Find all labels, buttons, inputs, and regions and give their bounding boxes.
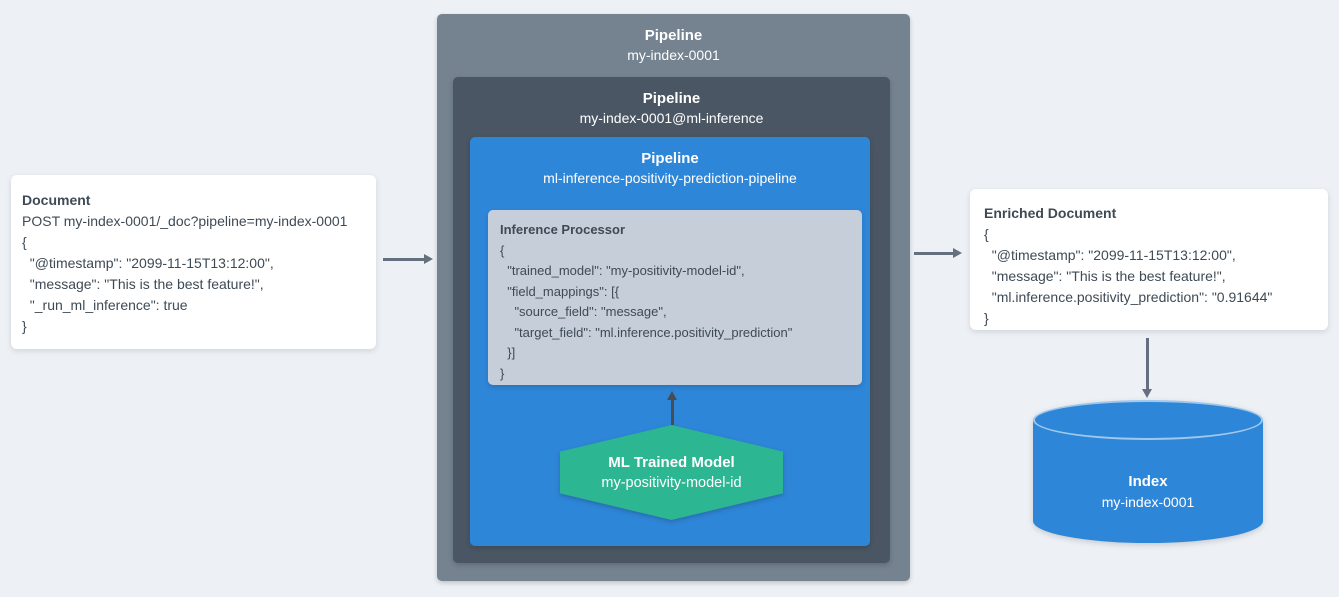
inference-processor-box: Inference Processor { "trained_model": "… (488, 210, 862, 385)
document-card-line: { (22, 234, 27, 250)
arrow-head-up-icon (666, 391, 677, 400)
ml-trained-model-hexagon: ML Trained Model my-positivity-model-id (560, 425, 783, 520)
pipeline-inner-header: Pipeline ml-inference-positivity-predict… (470, 149, 870, 188)
inference-processor-line: "field_mappings": [{ (500, 283, 620, 299)
pipeline-inner-title: Pipeline (641, 150, 699, 167)
inference-processor-line: "source_field": "message", (500, 304, 667, 319)
inference-processor-title: Inference Processor (500, 222, 626, 237)
document-card-line: "_run_ml_inference": true (22, 297, 188, 313)
arrow-shaft (671, 398, 674, 425)
document-card-title: Document (22, 192, 91, 208)
inference-processor-line: "target_field": "ml.inference.positivity… (500, 324, 793, 340)
document-card-line: POST my-index-0001/_doc?pipeline=my-inde… (22, 213, 348, 229)
enriched-card-line: } (984, 310, 989, 326)
inference-processor-line: }] (500, 345, 516, 360)
index-title: Index (1128, 472, 1168, 490)
arrow-head-down-icon (1141, 389, 1152, 398)
cylinder-top-ellipse (1033, 400, 1263, 440)
pipeline-mid-name: my-index-0001@ml-inference (579, 110, 764, 126)
ml-model-title: ML Trained Model (608, 453, 735, 471)
index-cylinder: Index my-index-0001 (1033, 400, 1263, 543)
inference-processor-line: { (500, 242, 505, 258)
document-card-line: } (22, 318, 27, 334)
enriched-card-line: "message": "This is the best feature!", (984, 268, 1226, 284)
pipeline-mid-header: Pipeline my-index-0001@ml-inference (453, 89, 890, 128)
index-name: my-index-0001 (1101, 493, 1195, 510)
ml-model-name: my-positivity-model-id (601, 474, 742, 491)
arrow-shaft (1146, 338, 1149, 390)
arrow-head-right-icon (953, 248, 962, 258)
arrow-shaft (383, 258, 425, 261)
inference-processor-line: "trained_model": "my-positivity-model-id… (500, 263, 745, 278)
enriched-card-line: { (984, 226, 989, 242)
arrow-head-right-icon (424, 254, 433, 264)
inference-processor-line: } (500, 365, 505, 381)
pipeline-outer-header: Pipeline my-index-0001 (437, 26, 910, 65)
enriched-document-card: Enriched Document { "@timestamp": "2099-… (970, 189, 1328, 330)
enriched-card-line: "ml.inference.positivity_prediction": "0… (984, 289, 1273, 305)
enriched-card-line: "@timestamp": "2099-11-15T13:12:00", (984, 247, 1236, 263)
enriched-card-title: Enriched Document (984, 205, 1117, 221)
hexagon-shape: ML Trained Model my-positivity-model-id (560, 425, 783, 520)
pipeline-outer-title: Pipeline (644, 27, 703, 44)
index-label: Index my-index-0001 (1033, 440, 1263, 543)
document-card-line: "message": "This is the best feature!", (22, 276, 264, 292)
pipeline-inner-name: ml-inference-positivity-prediction-pipel… (543, 170, 797, 186)
document-card-line: "@timestamp": "2099-11-15T13:12:00", (22, 255, 274, 271)
pipeline-mid-title: Pipeline (642, 90, 701, 107)
cylinder-body (1033, 420, 1263, 543)
document-card: Document POST my-index-0001/_doc?pipelin… (11, 175, 376, 349)
arrow-shaft (914, 252, 954, 255)
pipeline-outer-name: my-index-0001 (627, 47, 720, 63)
